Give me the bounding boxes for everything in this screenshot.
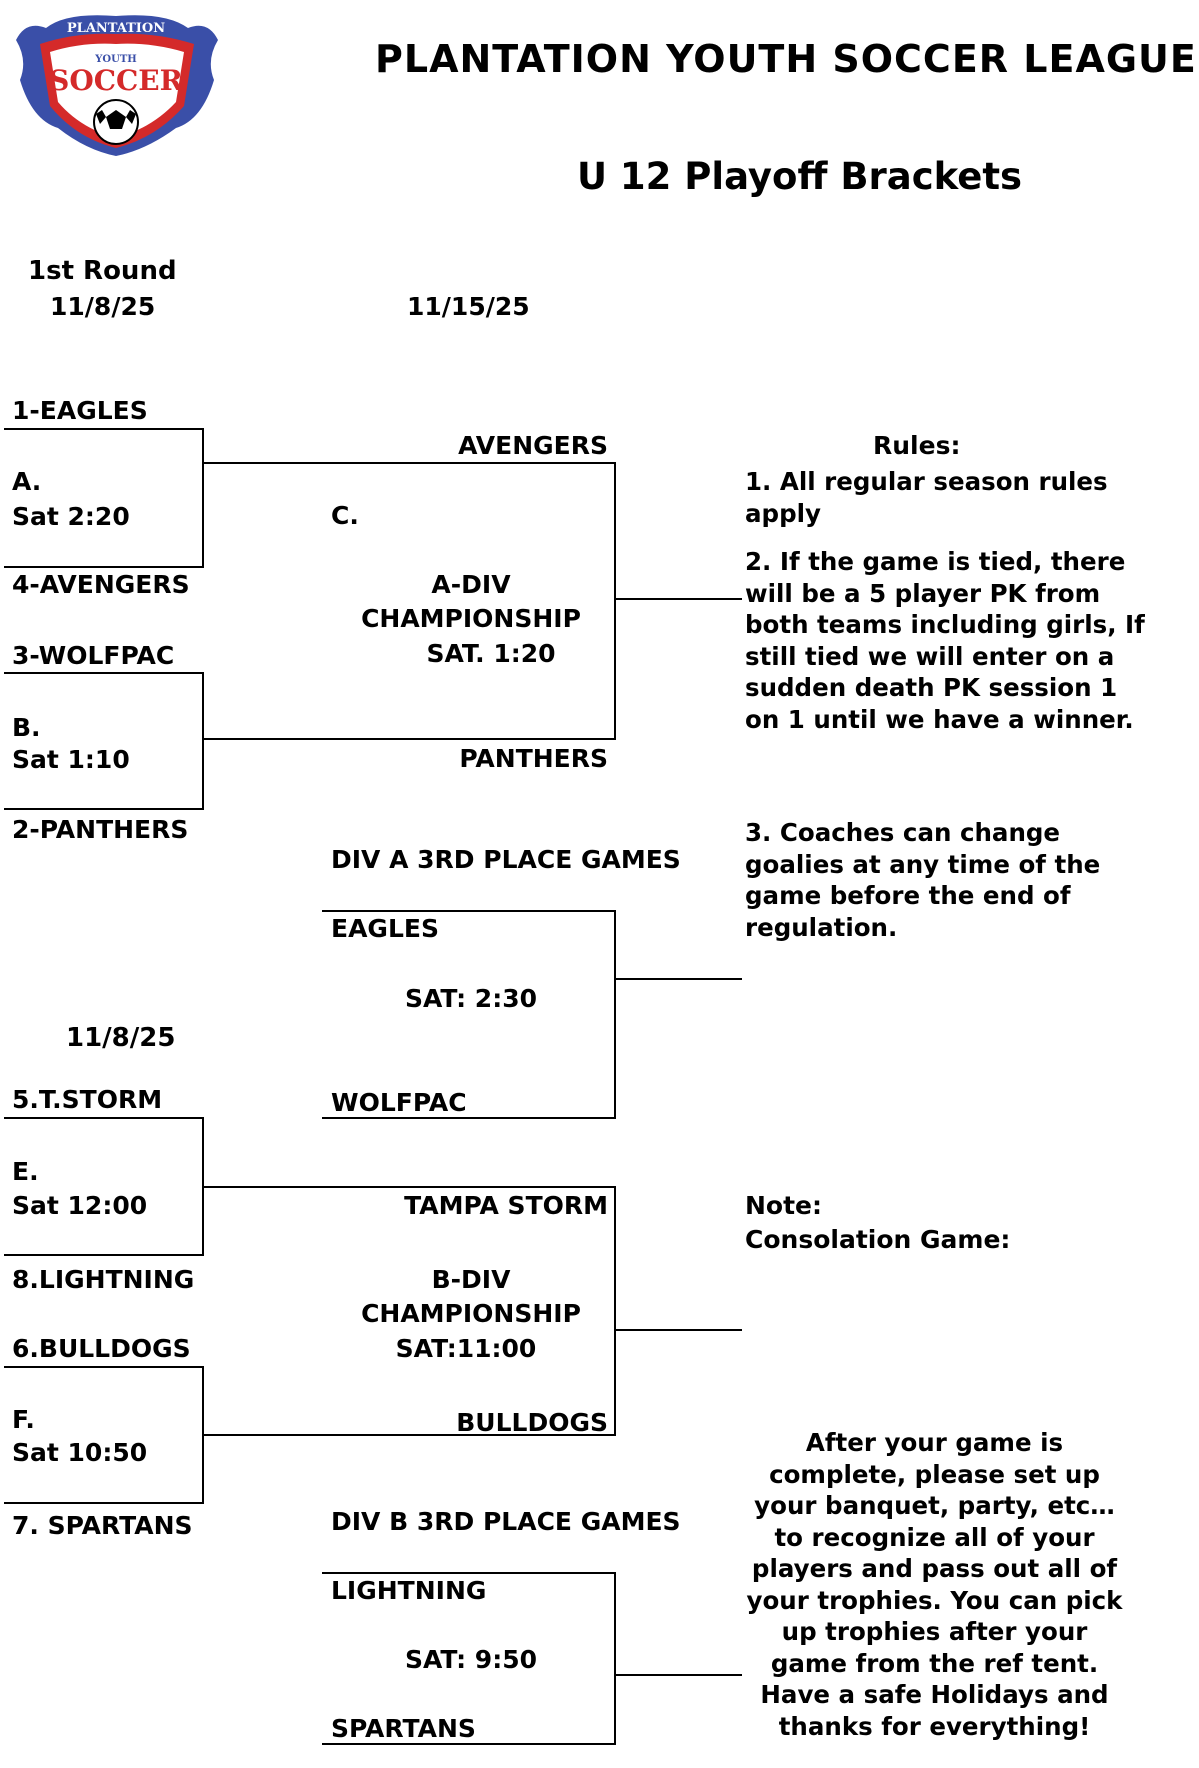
div-a-third-title: DIV A 3RD PLACE GAMES bbox=[331, 845, 681, 874]
game-e-time: Sat 12:00 bbox=[12, 1191, 148, 1220]
league-title: PLANTATION YOUTH SOCCER LEAGUE bbox=[375, 37, 1197, 81]
bracket-line bbox=[4, 1502, 204, 1504]
bracket-line bbox=[4, 1254, 204, 1256]
seed-8-lightning: 8.LIGHTNING bbox=[12, 1265, 195, 1294]
seed-5-tstorm: 5.T.STORM bbox=[12, 1085, 163, 1114]
bracket-line bbox=[614, 462, 616, 740]
div-b-third-time: SAT: 9:50 bbox=[405, 1645, 537, 1674]
seed-4-avengers: 4-AVENGERS bbox=[12, 570, 190, 599]
seed-1-eagles: 1-EAGLES bbox=[12, 396, 148, 425]
bracket-subtitle: U 12 Playoff Brackets bbox=[577, 155, 1023, 198]
bracket-line bbox=[614, 910, 616, 1119]
bracket-line bbox=[614, 1572, 616, 1745]
seed-7-spartans: 7. SPARTANS bbox=[12, 1511, 193, 1540]
game-b-time: Sat 1:10 bbox=[12, 745, 130, 774]
bracket-line bbox=[614, 1186, 616, 1436]
round1-date: 11/8/25 bbox=[50, 292, 156, 321]
div-b-champ-line2: CHAMPIONSHIP bbox=[361, 1299, 581, 1328]
game-e-label: E. bbox=[12, 1157, 39, 1186]
round1-label: 1st Round bbox=[28, 256, 177, 286]
bracket-line bbox=[202, 738, 616, 740]
bracket-line bbox=[4, 1117, 204, 1119]
game-a-time: Sat 2:20 bbox=[12, 502, 130, 531]
rule-1: 1. All regular season rules apply bbox=[745, 467, 1108, 528]
bracket-line bbox=[4, 1366, 204, 1368]
rule-3: 3. Coaches can change goalies at any tim… bbox=[745, 818, 1101, 942]
bracket-line bbox=[614, 1329, 742, 1331]
bracket-line bbox=[322, 1572, 616, 1574]
div-b-third-team1: LIGHTNING bbox=[331, 1576, 487, 1605]
div-a-finalist-bottom: PANTHERS bbox=[459, 744, 608, 773]
bracket-line bbox=[4, 566, 204, 568]
round2-date: 11/15/25 bbox=[407, 292, 530, 321]
svg-text:YOUTH: YOUTH bbox=[94, 54, 136, 65]
closing-message: After your game is complete, please set … bbox=[746, 1428, 1123, 1741]
game-f-time: Sat 10:50 bbox=[12, 1438, 148, 1467]
consolation-label: Consolation Game: bbox=[745, 1225, 1011, 1254]
svg-text:PLANTATION: PLANTATION bbox=[67, 21, 165, 36]
div-a-champ-time: SAT. 1:20 bbox=[426, 639, 556, 668]
game-b-label: B. bbox=[12, 713, 41, 742]
bracket-line bbox=[614, 978, 742, 980]
bracket-line bbox=[614, 598, 742, 600]
bracket-line bbox=[4, 808, 204, 810]
bracket-line bbox=[202, 462, 616, 464]
div-a-champ-line1: A-DIV bbox=[431, 570, 511, 599]
div-b-third-title: DIV B 3RD PLACE GAMES bbox=[331, 1507, 681, 1536]
div-a-third-team2: WOLFPAC bbox=[331, 1088, 467, 1117]
lower-round-date: 11/8/25 bbox=[66, 1023, 176, 1053]
bracket-line bbox=[4, 428, 204, 430]
div-b-champ-line1: B-DIV bbox=[431, 1265, 511, 1294]
seed-6-bulldogs: 6.BULLDOGS bbox=[12, 1334, 191, 1363]
div-b-finalist-bottom: BULLDOGS bbox=[456, 1408, 608, 1437]
bracket-line bbox=[202, 428, 204, 568]
seed-2-panthers: 2-PANTHERS bbox=[12, 815, 189, 844]
div-b-third-team2: SPARTANS bbox=[331, 1714, 476, 1743]
league-logo: PLANTATION YOUTH SOCCER bbox=[6, 10, 228, 160]
bracket-line bbox=[322, 1743, 616, 1745]
seed-3-wolfpac: 3-WOLFPAC bbox=[12, 641, 175, 670]
note-label: Note: bbox=[745, 1191, 823, 1220]
bracket-line bbox=[322, 1117, 616, 1119]
bracket-line bbox=[4, 672, 204, 674]
game-a-label: A. bbox=[12, 467, 42, 496]
svg-text:SOCCER: SOCCER bbox=[49, 64, 184, 97]
div-b-finalist-top: TAMPA STORM bbox=[404, 1191, 608, 1220]
game-c-label: C. bbox=[331, 501, 359, 530]
bracket-line bbox=[202, 1434, 616, 1436]
bracket-line bbox=[322, 910, 616, 912]
bracket-line bbox=[202, 1186, 616, 1188]
div-a-champ-line2: CHAMPIONSHIP bbox=[361, 604, 581, 633]
bracket-line bbox=[202, 672, 204, 810]
bracket-line bbox=[614, 1674, 742, 1676]
div-a-third-time: SAT: 2:30 bbox=[405, 984, 537, 1013]
rules-heading: Rules: bbox=[873, 431, 961, 460]
rule-2: 2. If the game is tied, there will be a … bbox=[745, 547, 1145, 734]
div-a-third-team1: EAGLES bbox=[331, 914, 439, 943]
div-b-champ-time: SAT:11:00 bbox=[395, 1334, 537, 1363]
div-a-finalist-top: AVENGERS bbox=[458, 431, 608, 460]
game-f-label: F. bbox=[12, 1405, 35, 1434]
